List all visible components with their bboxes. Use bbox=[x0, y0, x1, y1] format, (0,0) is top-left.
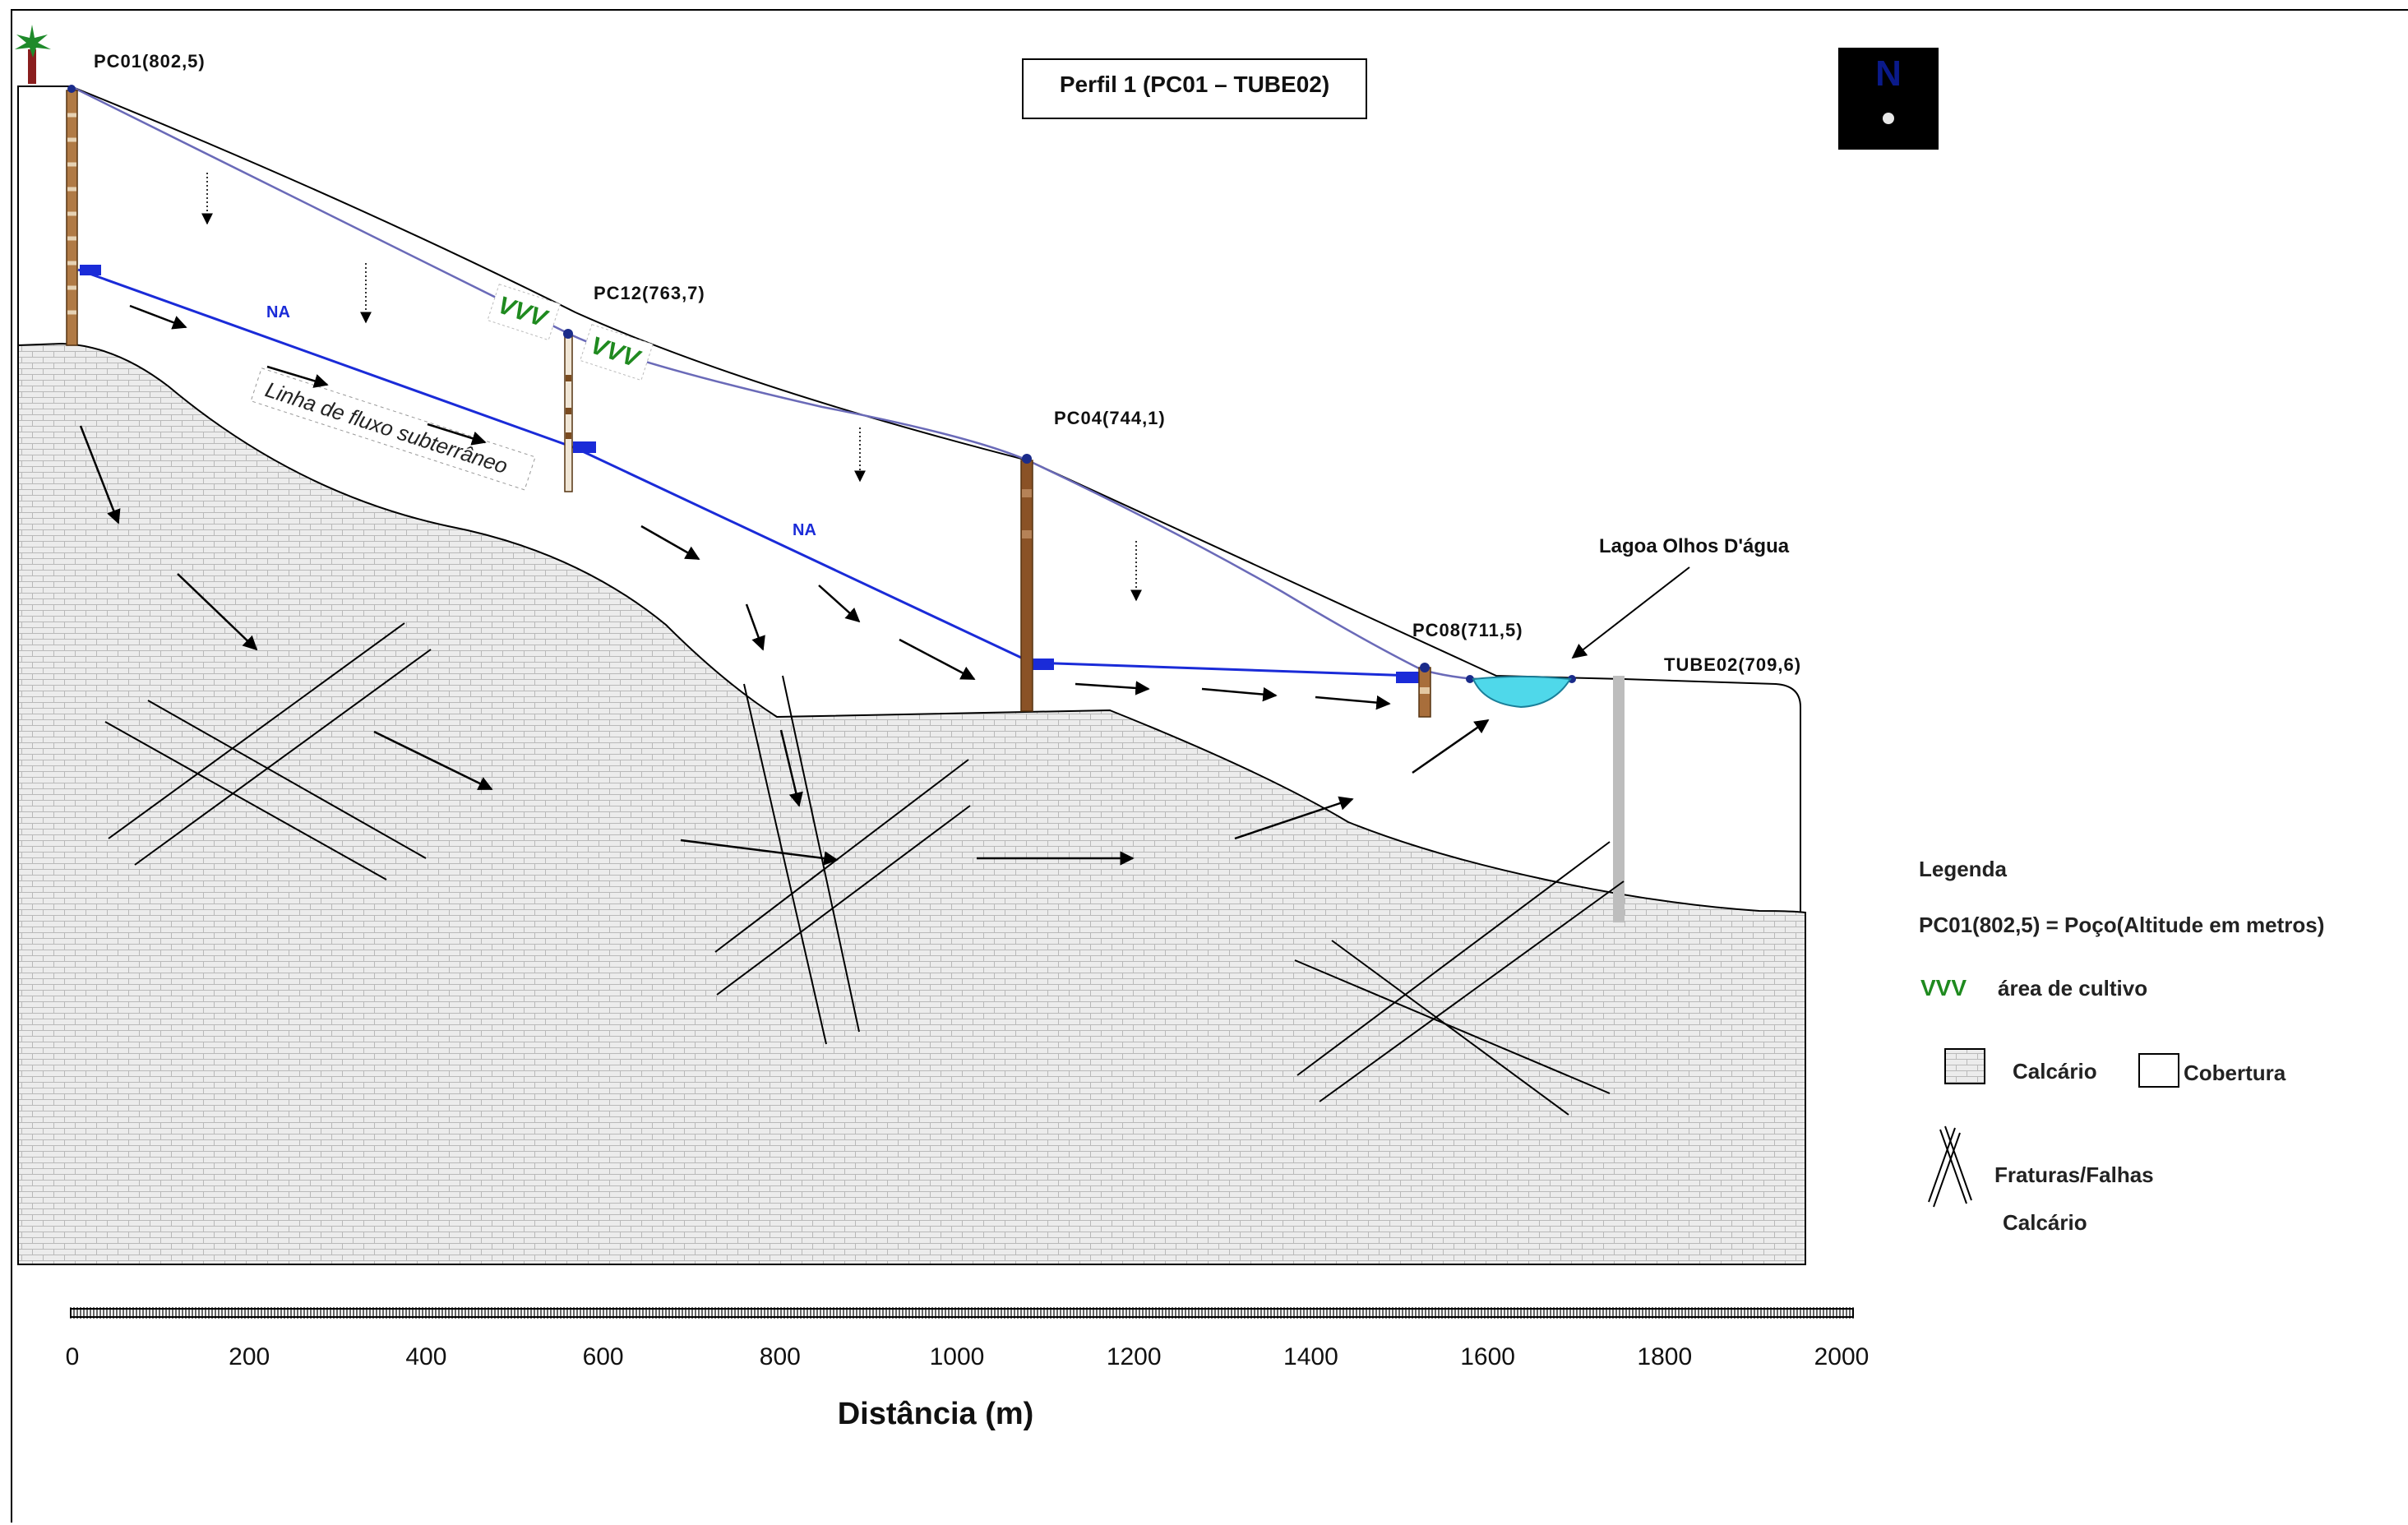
scale-ruler bbox=[70, 1307, 1854, 1319]
groundwater-flow-arrows bbox=[79, 304, 1490, 866]
profile-title-box: Perfil 1 (PC01 – TUBE02) bbox=[1022, 58, 1367, 119]
legend-fracture-symbol bbox=[1928, 1125, 1972, 1208]
legend-crop-entry: área de cultivo bbox=[1998, 976, 2147, 1000]
legend-fracture-entry-2: Calcário bbox=[2003, 1210, 2087, 1235]
x-axis-tick-label: 0 bbox=[66, 1343, 80, 1370]
x-axis-tick-label: 1800 bbox=[1637, 1343, 1692, 1370]
x-axis-tick-label: 400 bbox=[405, 1343, 446, 1370]
x-axis-tick-label: 1600 bbox=[1460, 1343, 1515, 1370]
x-axis-title: Distância (m) bbox=[838, 1397, 1034, 1431]
legend-crop-symbol: VVV bbox=[1920, 975, 1967, 1000]
water-level-marker-pc04 bbox=[1031, 659, 1054, 670]
x-axis-tick-label: 2000 bbox=[1814, 1343, 1870, 1370]
north-arrow-icon: N bbox=[1838, 48, 1939, 150]
limestone-body bbox=[17, 342, 1806, 1265]
well-label-pc12: PC12(763,7) bbox=[594, 283, 705, 303]
well-tube02 bbox=[1613, 676, 1625, 922]
water-level-marker-pc01 bbox=[80, 265, 101, 275]
well-pc12 bbox=[563, 329, 573, 492]
well-label-pc08: PC08(711,5) bbox=[1412, 620, 1523, 640]
surface-point-lake-west bbox=[1466, 675, 1474, 683]
x-axis-tick-label: 1000 bbox=[930, 1343, 985, 1370]
water-table-label-1: NA bbox=[266, 303, 290, 321]
x-axis-tick-label: 800 bbox=[760, 1343, 801, 1370]
legend-limestone-swatch bbox=[1944, 1048, 1985, 1084]
x-axis-tick-label: 1400 bbox=[1283, 1343, 1338, 1370]
legend-cover-entry: Cobertura bbox=[2184, 1061, 2286, 1085]
svg-text:N: N bbox=[1875, 53, 1902, 94]
x-axis-tick-label: 200 bbox=[229, 1343, 270, 1370]
legend: Legenda PC01(802,5) = Poço(Altitude em m… bbox=[1919, 857, 2324, 1235]
legend-well-entry: PC01(802,5) = Poço(Altitude em metros) bbox=[1919, 913, 2324, 937]
x-axis-ticks: 0 200 400 600 800 1000 1200 1400 1600 1800 2000 bbox=[66, 1343, 1870, 1370]
scale-ruler-ticks bbox=[70, 1307, 1854, 1319]
well-pc04 bbox=[1020, 454, 1033, 712]
well-pc01 bbox=[66, 85, 78, 346]
well-pc08 bbox=[1418, 663, 1431, 718]
legend-fracture-entry-1: Fraturas/Falhas bbox=[1994, 1162, 2154, 1187]
fracture-lines bbox=[104, 622, 1625, 1116]
infiltration-arrows bbox=[201, 173, 1142, 602]
crop-area-marker-left: VVV bbox=[487, 284, 562, 341]
lake-olhos-dagua bbox=[1472, 676, 1572, 709]
well-label-tube02: TUBE02(709,6) bbox=[1664, 654, 1801, 675]
x-axis-tick-label: 600 bbox=[583, 1343, 624, 1370]
lake-leader-arrow bbox=[1571, 566, 1690, 659]
legend-limestone-entry: Calcário bbox=[2013, 1059, 2097, 1084]
well-label-pc04: PC04(744,1) bbox=[1054, 408, 1166, 428]
profile-title: Perfil 1 (PC01 – TUBE02) bbox=[1060, 72, 1329, 97]
water-level-marker-pc08 bbox=[1396, 672, 1419, 683]
water-level-marker-pc12 bbox=[573, 441, 596, 453]
legend-title: Legenda bbox=[1919, 857, 2007, 881]
tree-icon bbox=[15, 25, 51, 84]
water-table-line bbox=[77, 268, 1415, 677]
x-axis-tick-label: 1200 bbox=[1107, 1343, 1162, 1370]
figure-frame bbox=[11, 9, 2408, 1523]
legend-cover-swatch bbox=[2138, 1053, 2179, 1088]
ground-surface-line bbox=[70, 85, 1497, 681]
water-table-label-2: NA bbox=[793, 521, 816, 539]
well-label-pc01: PC01(802,5) bbox=[94, 51, 206, 72]
lake-label: Lagoa Olhos D'água bbox=[1599, 535, 1790, 557]
